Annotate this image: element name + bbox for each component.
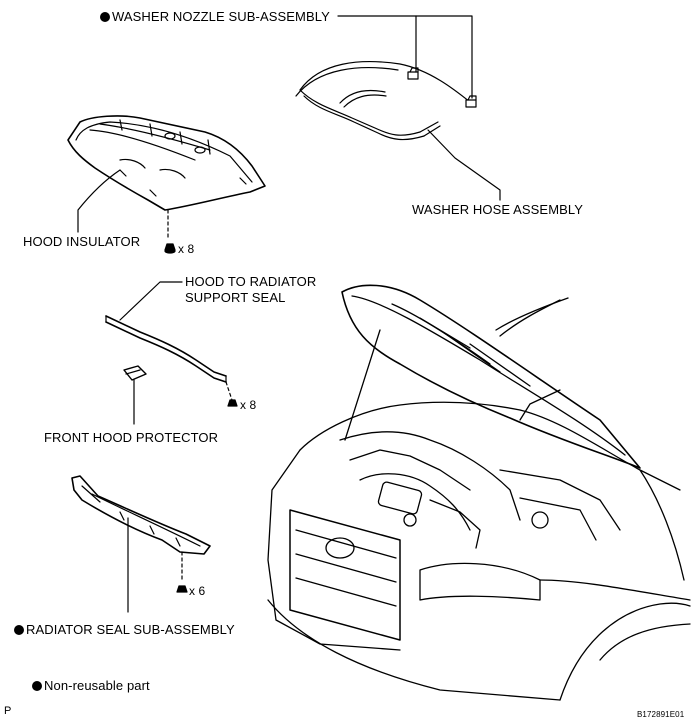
hood-insulator-qty: x 8 — [178, 242, 195, 256]
hose-leader-line — [427, 129, 501, 201]
front-hood-protector-drawing — [123, 365, 147, 381]
non-reusable-dot-icon — [100, 12, 110, 22]
hood-seal-label-line1: HOOD TO RADIATOR — [185, 274, 317, 289]
radiator-seal-drawing — [71, 475, 211, 555]
washer-nozzle-label: WASHER NOZZLE SUB-ASSEMBLY — [100, 9, 330, 24]
washer-nozzle-text: WASHER NOZZLE SUB-ASSEMBLY — [112, 9, 330, 24]
hood-seal-label-line2: SUPPORT SEAL — [185, 290, 286, 305]
nozzle-leader-line — [337, 15, 417, 73]
non-reusable-dot-icon — [14, 625, 24, 635]
radiator-seal-qty: x 6 — [189, 584, 206, 598]
radiator-seal-label: RADIATOR SEAL SUB-ASSEMBLY — [14, 622, 235, 637]
insulator-clip-icon — [164, 243, 176, 254]
radiator-clip-icon — [176, 585, 188, 593]
front-hood-protector-label: FRONT HOOD PROTECTOR — [44, 430, 219, 445]
figure-code: B172891E01 — [637, 710, 685, 719]
footer-left-mark: P — [4, 705, 12, 717]
hood-seal-drawing — [105, 315, 227, 383]
legend-non-reusable: Non-reusable part — [32, 678, 150, 693]
legend-dot-icon — [32, 681, 42, 691]
seal-clip-dashed — [225, 381, 233, 401]
hood-seal-qty: x 8 — [240, 398, 257, 412]
washer-nozzle-drawing — [407, 67, 477, 108]
hood-seal-leader-line — [119, 281, 183, 321]
seal-clip-icon — [227, 399, 238, 407]
washer-hose-assembly-drawing — [295, 61, 471, 141]
nozzle-leader-line-2 — [415, 15, 473, 99]
legend-text: Non-reusable part — [44, 678, 150, 693]
washer-hose-label: WASHER HOSE ASSEMBLY — [412, 202, 584, 217]
hood-insulator-drawing — [67, 115, 266, 211]
radiator-seal-text: RADIATOR SEAL SUB-ASSEMBLY — [26, 622, 235, 637]
hood-insulator-label: HOOD INSULATOR — [23, 234, 141, 249]
insulator-leader-line — [77, 169, 121, 233]
vehicle-drawing — [267, 284, 691, 701]
